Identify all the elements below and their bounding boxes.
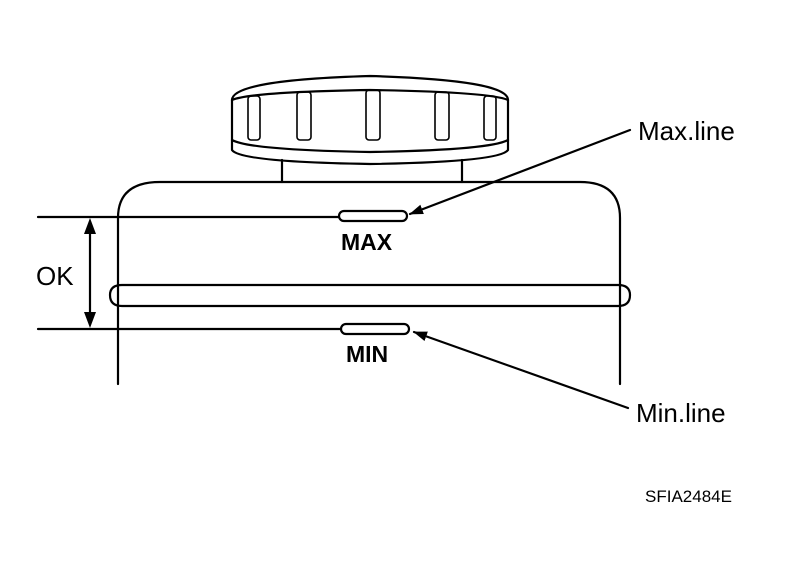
min-mark [339,322,411,336]
reservoir-body [108,180,632,386]
max-marking-label: MAX [341,229,393,255]
min-marking-label: MIN [346,341,388,367]
reservoir-cap [230,74,510,184]
ok-range-arrow [84,218,96,328]
cap-grip-ribs [247,89,497,141]
min-callout-leader [412,330,630,410]
max-mark [337,209,409,223]
max-callout-label: Max.line [638,116,735,146]
ok-range-label: OK [36,261,74,291]
figure-code: SFIA2484E [645,487,732,506]
max-callout-leader [408,128,632,216]
min-callout-label: Min.line [636,398,726,428]
